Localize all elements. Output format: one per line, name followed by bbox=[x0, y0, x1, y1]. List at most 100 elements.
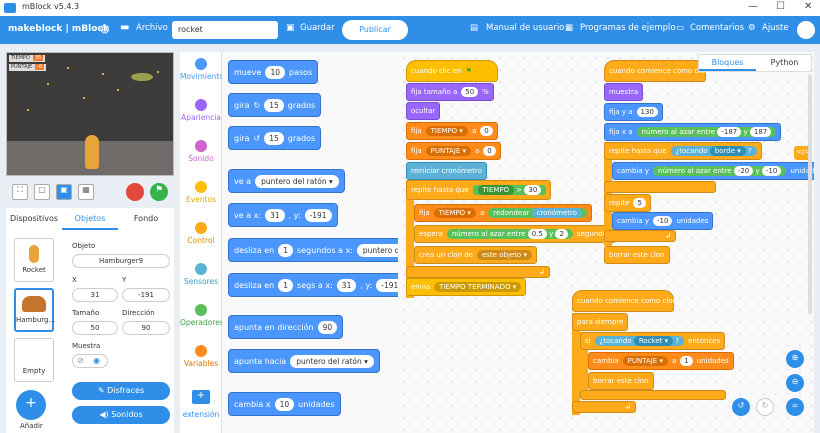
forever-block[interactable]: para siempre bbox=[572, 313, 629, 331]
redo-icon[interactable]: ↻ bbox=[756, 398, 774, 416]
archivo-menu[interactable]: Archivo bbox=[136, 23, 168, 33]
category-variables[interactable]: Variables bbox=[180, 345, 222, 368]
repeat-until-end-2 bbox=[604, 181, 716, 193]
rotate-right-icon: ↻ bbox=[253, 100, 261, 110]
normal-stage-icon[interactable]: ▣ bbox=[56, 184, 72, 200]
category-sound[interactable]: Sonido bbox=[180, 140, 222, 163]
category-events[interactable]: Eventos bbox=[180, 181, 222, 204]
sounds-button[interactable]: ◀) Sonidos bbox=[72, 406, 170, 424]
extension-button[interactable]: extensión bbox=[182, 410, 220, 419]
publish-button[interactable]: Publicar bbox=[342, 20, 408, 40]
fullscreen-icon[interactable]: ⛶ bbox=[12, 184, 28, 200]
close-icon[interactable]: ✕ bbox=[804, 1, 813, 12]
category-control[interactable]: Control bbox=[180, 222, 222, 245]
when-clone-starts-block[interactable]: cuando comience como clon bbox=[604, 60, 709, 82]
size-input[interactable]: 50 bbox=[72, 321, 118, 335]
zoom-reset-icon[interactable]: = bbox=[786, 398, 804, 416]
repeat-arm bbox=[604, 194, 612, 242]
sound-dot-icon bbox=[195, 140, 207, 152]
project-name-input[interactable]: rocket bbox=[172, 21, 278, 39]
tab-python[interactable]: Python bbox=[770, 58, 799, 67]
category-looks[interactable]: Apariencia bbox=[180, 99, 222, 122]
show-label: Muestra bbox=[72, 342, 101, 350]
delete-clone-block-2[interactable]: borrar este clon bbox=[588, 372, 654, 390]
star bbox=[157, 71, 159, 73]
settings-link[interactable]: Ajuste bbox=[762, 23, 789, 33]
repeat-until-touching-block[interactable]: repite hasta que¿tocando borde ▾ ? bbox=[604, 142, 762, 160]
reset-timer-block[interactable]: reiniciar cronómetro bbox=[406, 162, 487, 180]
category-motion[interactable]: Movimiento bbox=[180, 58, 224, 81]
minimize-icon[interactable]: — bbox=[748, 1, 758, 12]
sprite-thumb-empty[interactable]: Empty bbox=[14, 338, 54, 382]
objeto-label: Objeto bbox=[72, 242, 96, 250]
sprite-name-input[interactable]: Hamburger9 bbox=[72, 254, 170, 268]
costumes-button[interactable]: ✎ Disfraces bbox=[72, 382, 170, 400]
show-block[interactable]: muestra bbox=[604, 83, 644, 101]
comments-link[interactable]: Comentarios bbox=[690, 23, 745, 33]
zoom-out-icon[interactable]: ⊖ bbox=[786, 374, 804, 392]
examples-link[interactable]: Programas de ejemplo bbox=[580, 23, 676, 33]
tab-bloques[interactable]: Bloques bbox=[699, 55, 756, 71]
tab-fondo[interactable]: Fondo bbox=[133, 214, 159, 223]
add-sprite-button[interactable]: + bbox=[16, 390, 46, 420]
eye-off-icon[interactable]: ⊘ bbox=[77, 356, 84, 365]
direction-input[interactable]: 90 bbox=[122, 321, 170, 335]
visibility-toggle[interactable]: ⊘ ◉ bbox=[72, 354, 108, 368]
user-manual-link[interactable]: Manual de usuario bbox=[486, 23, 565, 33]
grid-view-icon[interactable]: ▦ bbox=[78, 184, 94, 200]
undo-icon[interactable]: ↺ bbox=[732, 398, 750, 416]
y-input[interactable]: -191 bbox=[122, 288, 170, 302]
maximize-icon[interactable]: ☐ bbox=[776, 1, 785, 12]
eye-icon[interactable]: ◉ bbox=[93, 356, 100, 365]
code-toggle-icon[interactable]: </> bbox=[794, 146, 812, 160]
tab-dispositivos[interactable]: Dispositivos bbox=[9, 214, 59, 223]
category-sensing[interactable]: Sensores bbox=[180, 263, 222, 286]
loop-arrow-icon: ↲ bbox=[625, 403, 631, 411]
zoom-in-icon[interactable]: ⊕ bbox=[786, 350, 804, 368]
stop-button[interactable] bbox=[126, 183, 144, 201]
sprite-thumb-rocket[interactable]: Rocket bbox=[14, 238, 54, 282]
save-button[interactable]: Guardar bbox=[300, 23, 335, 33]
x-input[interactable]: 31 bbox=[72, 288, 118, 302]
sprite-thumb-hamburger[interactable]: Hamburg... bbox=[14, 288, 55, 332]
globe-icon[interactable]: ◍ bbox=[100, 22, 110, 35]
when-clone-starts-block-2[interactable]: cuando comience como clon bbox=[572, 290, 677, 312]
green-flag-button[interactable]: ⚑ bbox=[150, 183, 168, 201]
palette-go-to-xy-block[interactable]: ve a x:31, y:-191 bbox=[228, 203, 338, 227]
small-stage-icon[interactable]: ▢ bbox=[34, 184, 50, 200]
vertical-scrollbar[interactable] bbox=[808, 74, 812, 314]
add-extension-icon[interactable]: + bbox=[192, 390, 210, 404]
when-flag-clicked-block[interactable]: cuando clic en⚑ bbox=[406, 60, 498, 82]
hide-block[interactable]: ocultar bbox=[406, 102, 441, 120]
tab-objetos[interactable]: Objetos bbox=[62, 208, 118, 230]
delete-clone-block[interactable]: borrar este clon bbox=[604, 246, 670, 264]
category-operators[interactable]: Operadores bbox=[180, 304, 224, 327]
avatar[interactable] bbox=[797, 21, 815, 39]
if-touching-block[interactable]: si¿tocando Rocket ▾ ?entonces bbox=[580, 332, 726, 350]
